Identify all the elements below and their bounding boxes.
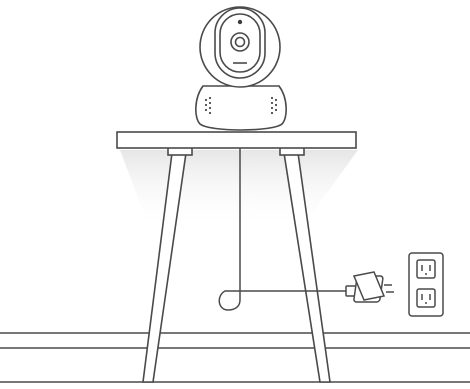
table-top — [117, 132, 356, 148]
camera-icon — [196, 7, 286, 130]
table-shadow — [120, 150, 358, 230]
wall-outlet-icon — [409, 253, 443, 316]
power-adapter-icon — [346, 272, 394, 302]
floor-baseboard — [0, 333, 470, 382]
